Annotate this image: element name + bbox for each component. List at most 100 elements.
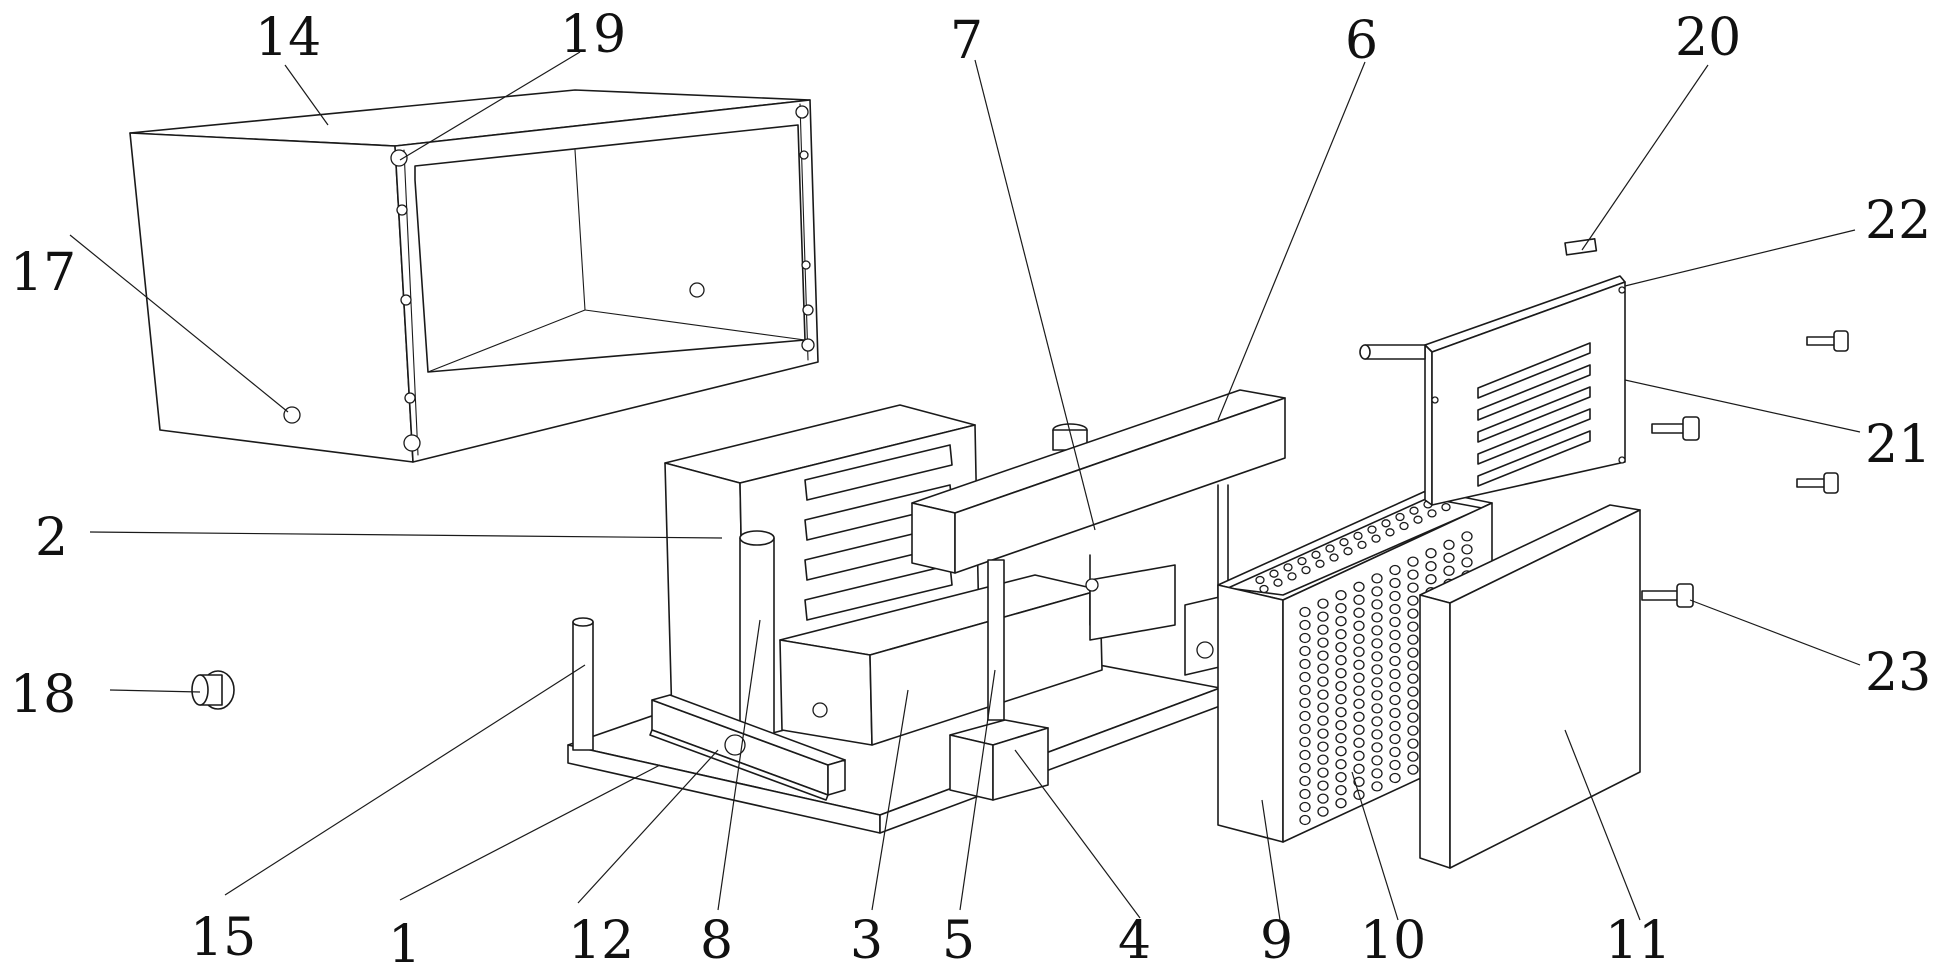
perforation-hole — [1353, 659, 1365, 670]
perforation-hole — [1371, 781, 1383, 792]
label-20: 20 — [1675, 8, 1741, 68]
perforation-hole — [1425, 561, 1437, 572]
perforation-hole — [1443, 565, 1455, 576]
perforation-hole — [1389, 616, 1401, 628]
part-labels: 14 19 7 6 20 22 17 21 2 23 18 15 1 12 8 … — [10, 5, 1931, 969]
perforation-hole — [1371, 599, 1383, 610]
perforation-hole — [1335, 694, 1347, 705]
perforation-hole — [1353, 633, 1365, 644]
inner-block — [779, 574, 1103, 746]
perforation-hole — [1389, 694, 1401, 706]
perforation-hole — [1371, 742, 1383, 753]
perforation-hole — [1353, 711, 1365, 722]
perforation-hole — [1407, 595, 1419, 606]
perforation-hole — [1371, 638, 1383, 649]
perforation-hole — [1371, 677, 1383, 688]
perforation-hole — [1335, 642, 1347, 653]
perforation-hole — [1407, 647, 1419, 658]
screw-b — [1651, 416, 1700, 441]
short-rod — [572, 617, 594, 751]
perforation-hole — [1461, 544, 1473, 555]
perforation-hole — [1299, 632, 1311, 644]
perforation-hole — [1335, 746, 1347, 757]
perforation-hole — [1255, 575, 1265, 585]
screw-a — [1806, 330, 1849, 352]
perforation-hole — [1407, 582, 1419, 593]
perforation-hole — [1395, 512, 1405, 522]
perforation-hole — [1353, 531, 1363, 541]
perforation-hole — [1443, 552, 1455, 563]
knob-18 — [191, 670, 235, 710]
perforation-hole — [1317, 767, 1329, 778]
perforation-hole — [1371, 729, 1383, 740]
perforation-hole — [1389, 681, 1401, 693]
perforation-hole — [1353, 763, 1365, 774]
perforation-hole — [1461, 531, 1473, 542]
perforation-hole — [1371, 768, 1383, 779]
perforation-hole — [1353, 646, 1365, 657]
perforation-hole — [1317, 598, 1329, 609]
perforation-hole — [1407, 738, 1419, 749]
perforation-hole — [1335, 681, 1347, 692]
perforation-hole — [1317, 663, 1329, 674]
perforation-hole — [1353, 581, 1365, 592]
label-22: 22 — [1865, 191, 1931, 251]
perforation-hole — [1299, 645, 1311, 657]
label-15: 15 — [190, 908, 256, 968]
perforation-hole — [1299, 658, 1311, 670]
perforation-hole — [1343, 547, 1353, 556]
perforation-hole — [1371, 755, 1383, 766]
perforation-hole — [1371, 651, 1383, 662]
perforation-hole — [1335, 785, 1347, 796]
perforation-hole — [1325, 544, 1335, 553]
perforation-hole — [1317, 702, 1329, 713]
perforation-hole — [1299, 710, 1311, 722]
perforation-hole — [1427, 509, 1437, 518]
label-2: 2 — [35, 508, 68, 568]
perforation-hole — [1335, 603, 1347, 614]
perforation-hole — [1389, 707, 1401, 719]
perforation-hole — [1407, 764, 1419, 775]
label-1: 1 — [388, 915, 421, 969]
perforation-hole — [1353, 607, 1365, 618]
perforation-hole — [1273, 578, 1283, 587]
label-9: 9 — [1260, 911, 1293, 969]
perforation-hole — [1389, 577, 1401, 589]
perforation-hole — [1371, 586, 1383, 597]
perforation-hole — [1299, 801, 1311, 813]
rear-vented-plate — [1359, 238, 1626, 506]
perforation-hole — [1441, 502, 1451, 512]
perforation-hole — [1353, 737, 1365, 748]
perforation-hole — [1385, 528, 1395, 537]
leader-lines — [69, 51, 1861, 921]
perforation-hole — [1335, 668, 1347, 679]
perforation-hole — [1299, 671, 1311, 683]
perforation-hole — [1317, 637, 1329, 648]
perforation-hole — [1353, 776, 1365, 787]
screw-c — [1796, 472, 1839, 494]
perforation-hole — [1299, 736, 1311, 748]
perforation-hole — [1335, 590, 1347, 601]
perforation-hole — [1299, 788, 1311, 800]
perforation-hole — [1407, 673, 1419, 684]
perforation-hole — [1315, 559, 1325, 568]
perforation-hole — [1407, 608, 1419, 619]
perforation-hole — [1287, 572, 1297, 581]
front-clamp-plate — [649, 694, 846, 801]
label-4: 4 — [1118, 911, 1151, 969]
perforation-hole — [1389, 772, 1401, 784]
perforation-hole — [1389, 746, 1401, 758]
perforation-hole — [1299, 814, 1311, 826]
label-3: 3 — [850, 911, 883, 969]
perforation-hole — [1371, 716, 1383, 727]
perforation-hole — [1317, 754, 1329, 765]
perforation-hole — [1317, 676, 1329, 687]
label-6: 6 — [1345, 11, 1378, 71]
perforation-hole — [1299, 762, 1311, 774]
screws — [191, 330, 1849, 710]
perforation-hole — [1407, 634, 1419, 645]
perforation-hole — [1299, 697, 1311, 709]
perforation-hole — [1353, 594, 1365, 605]
perforation-hole — [1297, 556, 1307, 566]
label-10: 10 — [1360, 911, 1426, 969]
